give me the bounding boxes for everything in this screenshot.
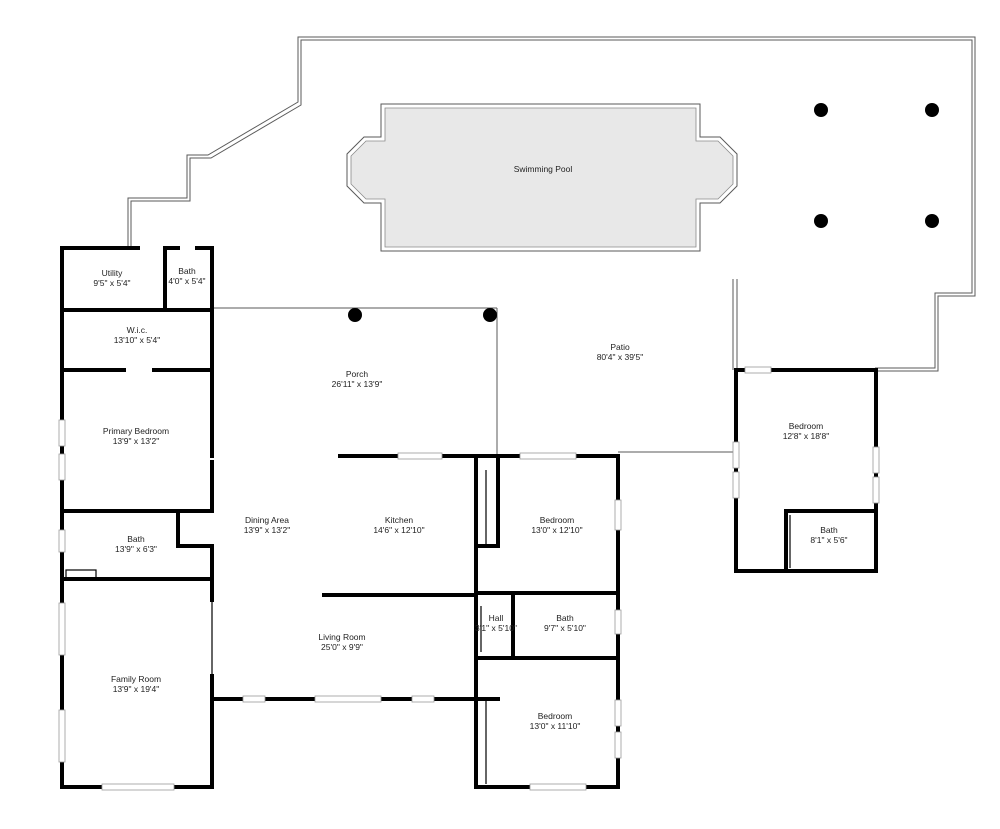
window — [614, 499, 622, 531]
window — [411, 695, 435, 703]
room-name-porch: Porch — [346, 369, 368, 379]
column — [814, 103, 828, 117]
room-dims-utility: 9'5" x 5'4" — [93, 278, 130, 288]
room-name-bedroom-bottom: Bedroom — [538, 711, 573, 721]
room-name-swimming-pool: Swimming Pool — [514, 164, 573, 174]
room-dims-bath-left: 13'9" x 6'3" — [115, 544, 157, 554]
room-name-primary-bedroom: Primary Bedroom — [103, 426, 169, 436]
room-name-dining-area: Dining Area — [245, 515, 289, 525]
columns — [348, 103, 939, 322]
window — [519, 452, 577, 460]
window — [397, 452, 443, 460]
window — [242, 695, 266, 703]
column — [925, 214, 939, 228]
room-name-bedroom-mid: Bedroom — [540, 515, 575, 525]
window — [58, 419, 66, 447]
room-dims-bath-top: 4'0" x 5'4" — [168, 276, 205, 286]
room-dims-patio: 80'4" x 39'5" — [597, 352, 644, 362]
window — [614, 731, 622, 759]
room-dims-bath-right: 8'1" x 5'6" — [810, 535, 847, 545]
room-labels: Swimming Pool Patio 80'4" x 39'5" Utilit… — [93, 164, 847, 731]
room-name-bath-mid: Bath — [556, 613, 574, 623]
window — [101, 783, 175, 791]
room-name-living-room: Living Room — [318, 632, 365, 642]
room-name-utility: Utility — [102, 268, 124, 278]
room-name-family-room: Family Room — [111, 674, 161, 684]
room-dims-wic: 13'10" x 5'4" — [114, 335, 161, 345]
room-dims-bedroom-bottom: 13'0" x 11'10" — [530, 721, 581, 731]
window — [732, 471, 740, 499]
room-name-hall: Hall — [489, 613, 504, 623]
room-dims-living-room: 25'0" x 9'9" — [321, 642, 363, 652]
column — [814, 214, 828, 228]
window — [58, 709, 66, 763]
room-name-bedroom-right: Bedroom — [789, 421, 824, 431]
room-name-wic: W.i.c. — [127, 325, 148, 335]
room-name-kitchen: Kitchen — [385, 515, 414, 525]
windows — [58, 366, 880, 791]
column — [348, 308, 362, 322]
walls-right-bedroom — [734, 368, 878, 573]
column — [483, 308, 497, 322]
window — [58, 529, 66, 553]
window — [614, 609, 622, 635]
window — [529, 783, 587, 791]
window — [58, 602, 66, 656]
room-name-patio: Patio — [610, 342, 630, 352]
swimming-pool — [346, 103, 738, 252]
room-dims-kitchen: 14'6" x 12'10" — [373, 525, 424, 535]
window — [732, 441, 740, 469]
window — [872, 476, 880, 504]
room-name-bath-top: Bath — [178, 266, 196, 276]
column — [925, 103, 939, 117]
room-dims-dining-area: 13'9" x 13'2" — [244, 525, 291, 535]
room-name-bath-right: Bath — [820, 525, 838, 535]
walls-left-wing — [60, 246, 214, 789]
window — [58, 453, 66, 481]
room-dims-bedroom-right: 12'8" x 18'8" — [783, 431, 830, 441]
room-dims-hall: 3'1" x 5'10" — [475, 623, 517, 633]
room-dims-bath-mid: 9'7" x 5'10" — [544, 623, 586, 633]
patio-outline — [127, 36, 976, 455]
window — [614, 699, 622, 727]
room-dims-primary-bedroom: 13'9" x 13'2" — [113, 436, 160, 446]
room-dims-family-room: 13'9" x 19'4" — [113, 684, 160, 694]
window — [314, 695, 382, 703]
room-name-bath-left: Bath — [127, 534, 145, 544]
wall-details — [65, 470, 791, 784]
room-dims-bedroom-mid: 13'0" x 12'10" — [531, 525, 582, 535]
window — [744, 366, 772, 374]
window — [872, 446, 880, 474]
room-dims-porch: 26'11" x 13'9" — [332, 379, 383, 389]
